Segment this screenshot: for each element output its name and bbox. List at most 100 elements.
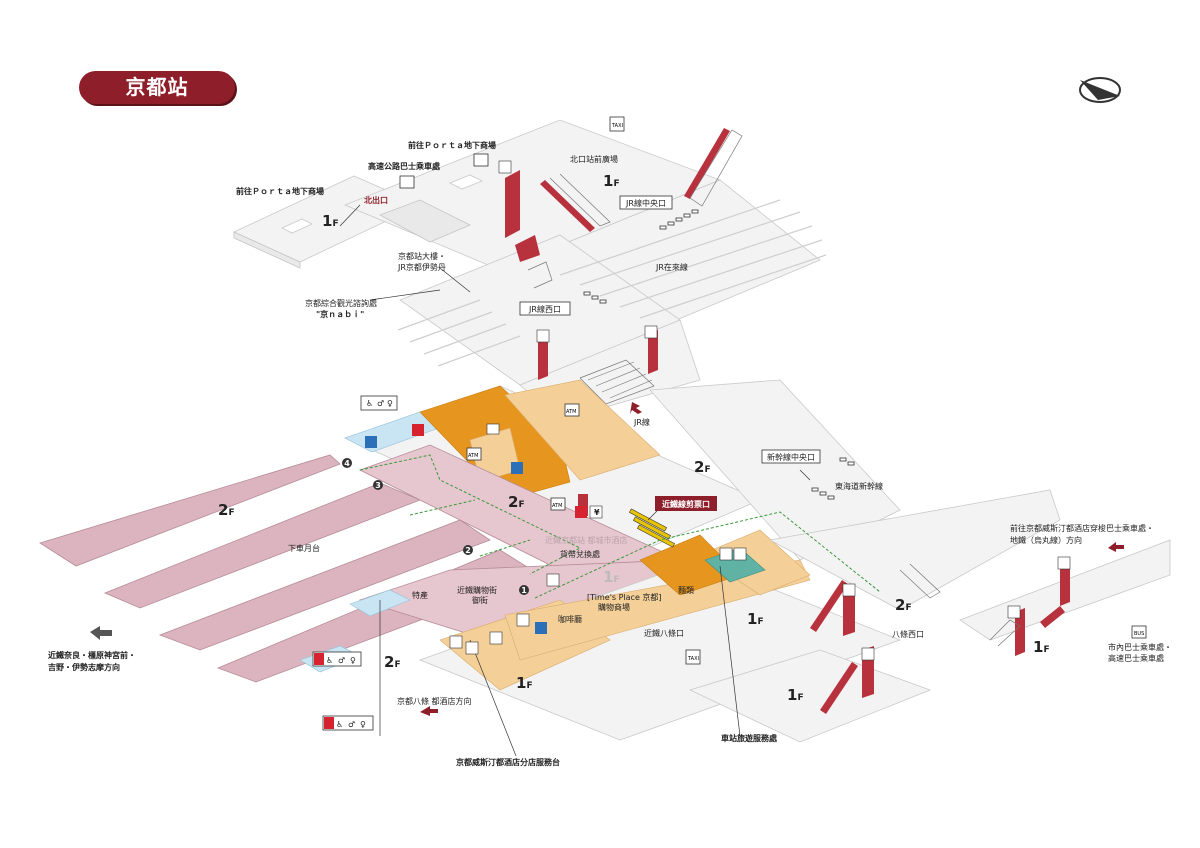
north-plaza-label: 北口站前廣場 — [570, 154, 618, 164]
currency-exchange-icon — [575, 506, 587, 518]
platform-1-marker: 1 — [521, 586, 527, 595]
atm-icon — [550, 497, 566, 511]
north-escalators — [505, 128, 743, 405]
porta-entrance-left — [281, 218, 313, 234]
south-1f-floor — [418, 559, 902, 741]
platform-markers: 4 3 2 1 — [342, 458, 529, 595]
jr-central-gate-turnstiles — [659, 209, 699, 230]
kintetsu-nara-direction-label: 近鐵奈良・橿原神宮前・ — [48, 650, 136, 660]
tokaido-shinkansen-label: 東海道新幹線 — [835, 481, 883, 491]
female-restroom-icon: ♀ — [350, 656, 356, 665]
platform-2-marker: 2 — [465, 546, 471, 555]
arrival-platform-label: 下車月台 — [288, 543, 320, 553]
female-restroom-icon: ♀ — [387, 399, 393, 408]
floor-1f-center: 1F — [603, 568, 620, 586]
north-exit-label: 北出口 — [364, 195, 388, 205]
jr-west-gate-label: JR線西口 — [528, 304, 561, 314]
male-restroom-icon: ♂ — [348, 720, 355, 729]
tourist-info-label: 京都綜合觀光諮詢處 — [305, 298, 377, 308]
coin-locker-icon — [449, 635, 463, 649]
elevator-icon — [861, 647, 875, 661]
floor-2f-west: 2F — [218, 501, 235, 519]
westin-counter-label: 京都威斯汀都酒店分店服務台 — [456, 757, 560, 767]
floor-1f-north-left: 1F — [322, 212, 339, 230]
no-smoking-icon — [465, 641, 479, 655]
wheelchair-icon: ♿ — [336, 720, 343, 729]
hotel-direction-arrow — [420, 706, 438, 716]
specialties-label: 特產 — [412, 590, 428, 600]
floor-2f-east: 2F — [895, 596, 912, 614]
floor-2f-center-right: 2F — [694, 458, 711, 476]
hotel-direction-label: 京都八條 都酒店方向 — [397, 696, 472, 706]
kintetsu-platforms — [39, 444, 701, 683]
jr-line-arrow-label: JR線 — [633, 417, 650, 427]
no-smoking-icon — [546, 573, 560, 587]
elevator-icon — [535, 622, 547, 634]
elevator-icon — [644, 325, 658, 339]
boxed-labels: JR線中央口 JR線西口 新幹線中央口 近鐵線剪票口 — [519, 195, 821, 511]
central-2f-concourse — [343, 379, 901, 561]
floor-1f-south-bottom: 1F — [787, 686, 804, 704]
taxi-label: TAXI — [611, 123, 623, 129]
female-restroom-icon: ♀ — [360, 720, 366, 729]
isetan-label: JR京都伊勢丹 — [397, 262, 446, 272]
yen-label: ¥ — [594, 508, 600, 517]
male-restroom-icon: ♂ — [338, 656, 345, 665]
westin-shuttle-label: 前往京都威斯汀都酒店穿梭巴士乘車處・ — [1010, 523, 1154, 533]
leader-lines — [339, 204, 811, 757]
bus-icon — [1131, 625, 1147, 639]
kintetsu-miyako-hotel-label: 近鐵京都站 都城市酒店 — [545, 535, 628, 545]
porta-left-label: 前往Ｐｏｒｔａ地下商場 — [236, 186, 324, 196]
platform-west-long — [39, 454, 341, 567]
tag-icons: TAXI TAXI BUS ATM ATM ATM — [399, 116, 1147, 665]
svg-text:ATM: ATM — [552, 503, 562, 509]
coin-locker-icon — [486, 423, 500, 435]
no-smoking-icon — [733, 547, 747, 561]
subway-direction-label: 地鐵（烏丸線）方向 — [1010, 535, 1082, 545]
hachijo-west-label: 八條西口 — [892, 629, 924, 639]
jr-lines-label: JR在來線 — [655, 262, 688, 272]
svg-text:ATM: ATM — [566, 409, 576, 415]
yen-icon — [589, 505, 603, 519]
kintetsu-hachijo-label: 近鐵八條口 — [644, 628, 684, 638]
transfer-route — [359, 454, 881, 599]
amenity-icons: ♿ ♂ ♀ ♿ ♂ ♀ ♿ ♂ ♀ — [312, 160, 1071, 731]
floor-2f-center-left: 2F — [508, 493, 525, 511]
restroom-icons-north — [360, 395, 398, 411]
highway-bus-stop-label: 高速巴士乘車處 — [1108, 653, 1164, 663]
east-2f-floor — [768, 489, 1061, 611]
taxi-icon — [609, 116, 625, 132]
noodles-label: 麵類 — [678, 585, 694, 595]
bus-icon — [473, 153, 489, 167]
male-restroom-icon: ♂ — [377, 399, 384, 408]
shopping-mall-label: 購物商場 — [598, 602, 630, 612]
coffee-shop-label: 咖啡廳 — [558, 614, 582, 624]
kintetsu-mall-label: 近鐵購物街 — [457, 585, 497, 595]
floor-numbers: 1F 1F 2F 2F 2F 1F 2F 1F 1F 1F 2F 1F — [218, 172, 1050, 704]
atm-icon — [466, 447, 482, 461]
south-escalators — [810, 558, 1070, 714]
west-direction-arrow — [90, 626, 112, 640]
travel-center-label: 車站旅遊服務處 — [721, 733, 778, 743]
jr-central-gate-label: JR線中央口 — [625, 198, 666, 208]
restroom-icons-south — [312, 651, 362, 667]
telephone-icon — [516, 613, 530, 627]
yoshino-direction-label: 吉野・伊勢志摩方向 — [48, 662, 120, 672]
wheelchair-icon — [489, 631, 503, 645]
map-labels: 前往Ｐｏｒｔａ地下商場 前往Ｐｏｒｔａ地下商場 高速公路巴士乘車處 北出口 北口… — [48, 140, 1172, 767]
floor-2f-south: 2F — [384, 653, 401, 671]
shop-block-peach — [504, 379, 661, 481]
shinkansen-2f-floor — [649, 379, 901, 561]
east-direction-arrow — [1108, 542, 1124, 552]
elevator-icon — [1007, 605, 1021, 619]
shinkansen-turnstiles — [811, 457, 855, 500]
svg-text:ATM: ATM — [468, 453, 478, 459]
north-concourse — [233, 119, 827, 421]
floor-1f-south-left: 1F — [516, 674, 533, 692]
telephone-icon — [511, 462, 523, 474]
jr-line-arrow — [630, 402, 642, 414]
kyo-nabi-label: "京ｎａｂｉ" — [316, 309, 364, 319]
compass-icon — [1079, 77, 1121, 103]
wheelchair-icon: ♿ — [326, 656, 333, 665]
